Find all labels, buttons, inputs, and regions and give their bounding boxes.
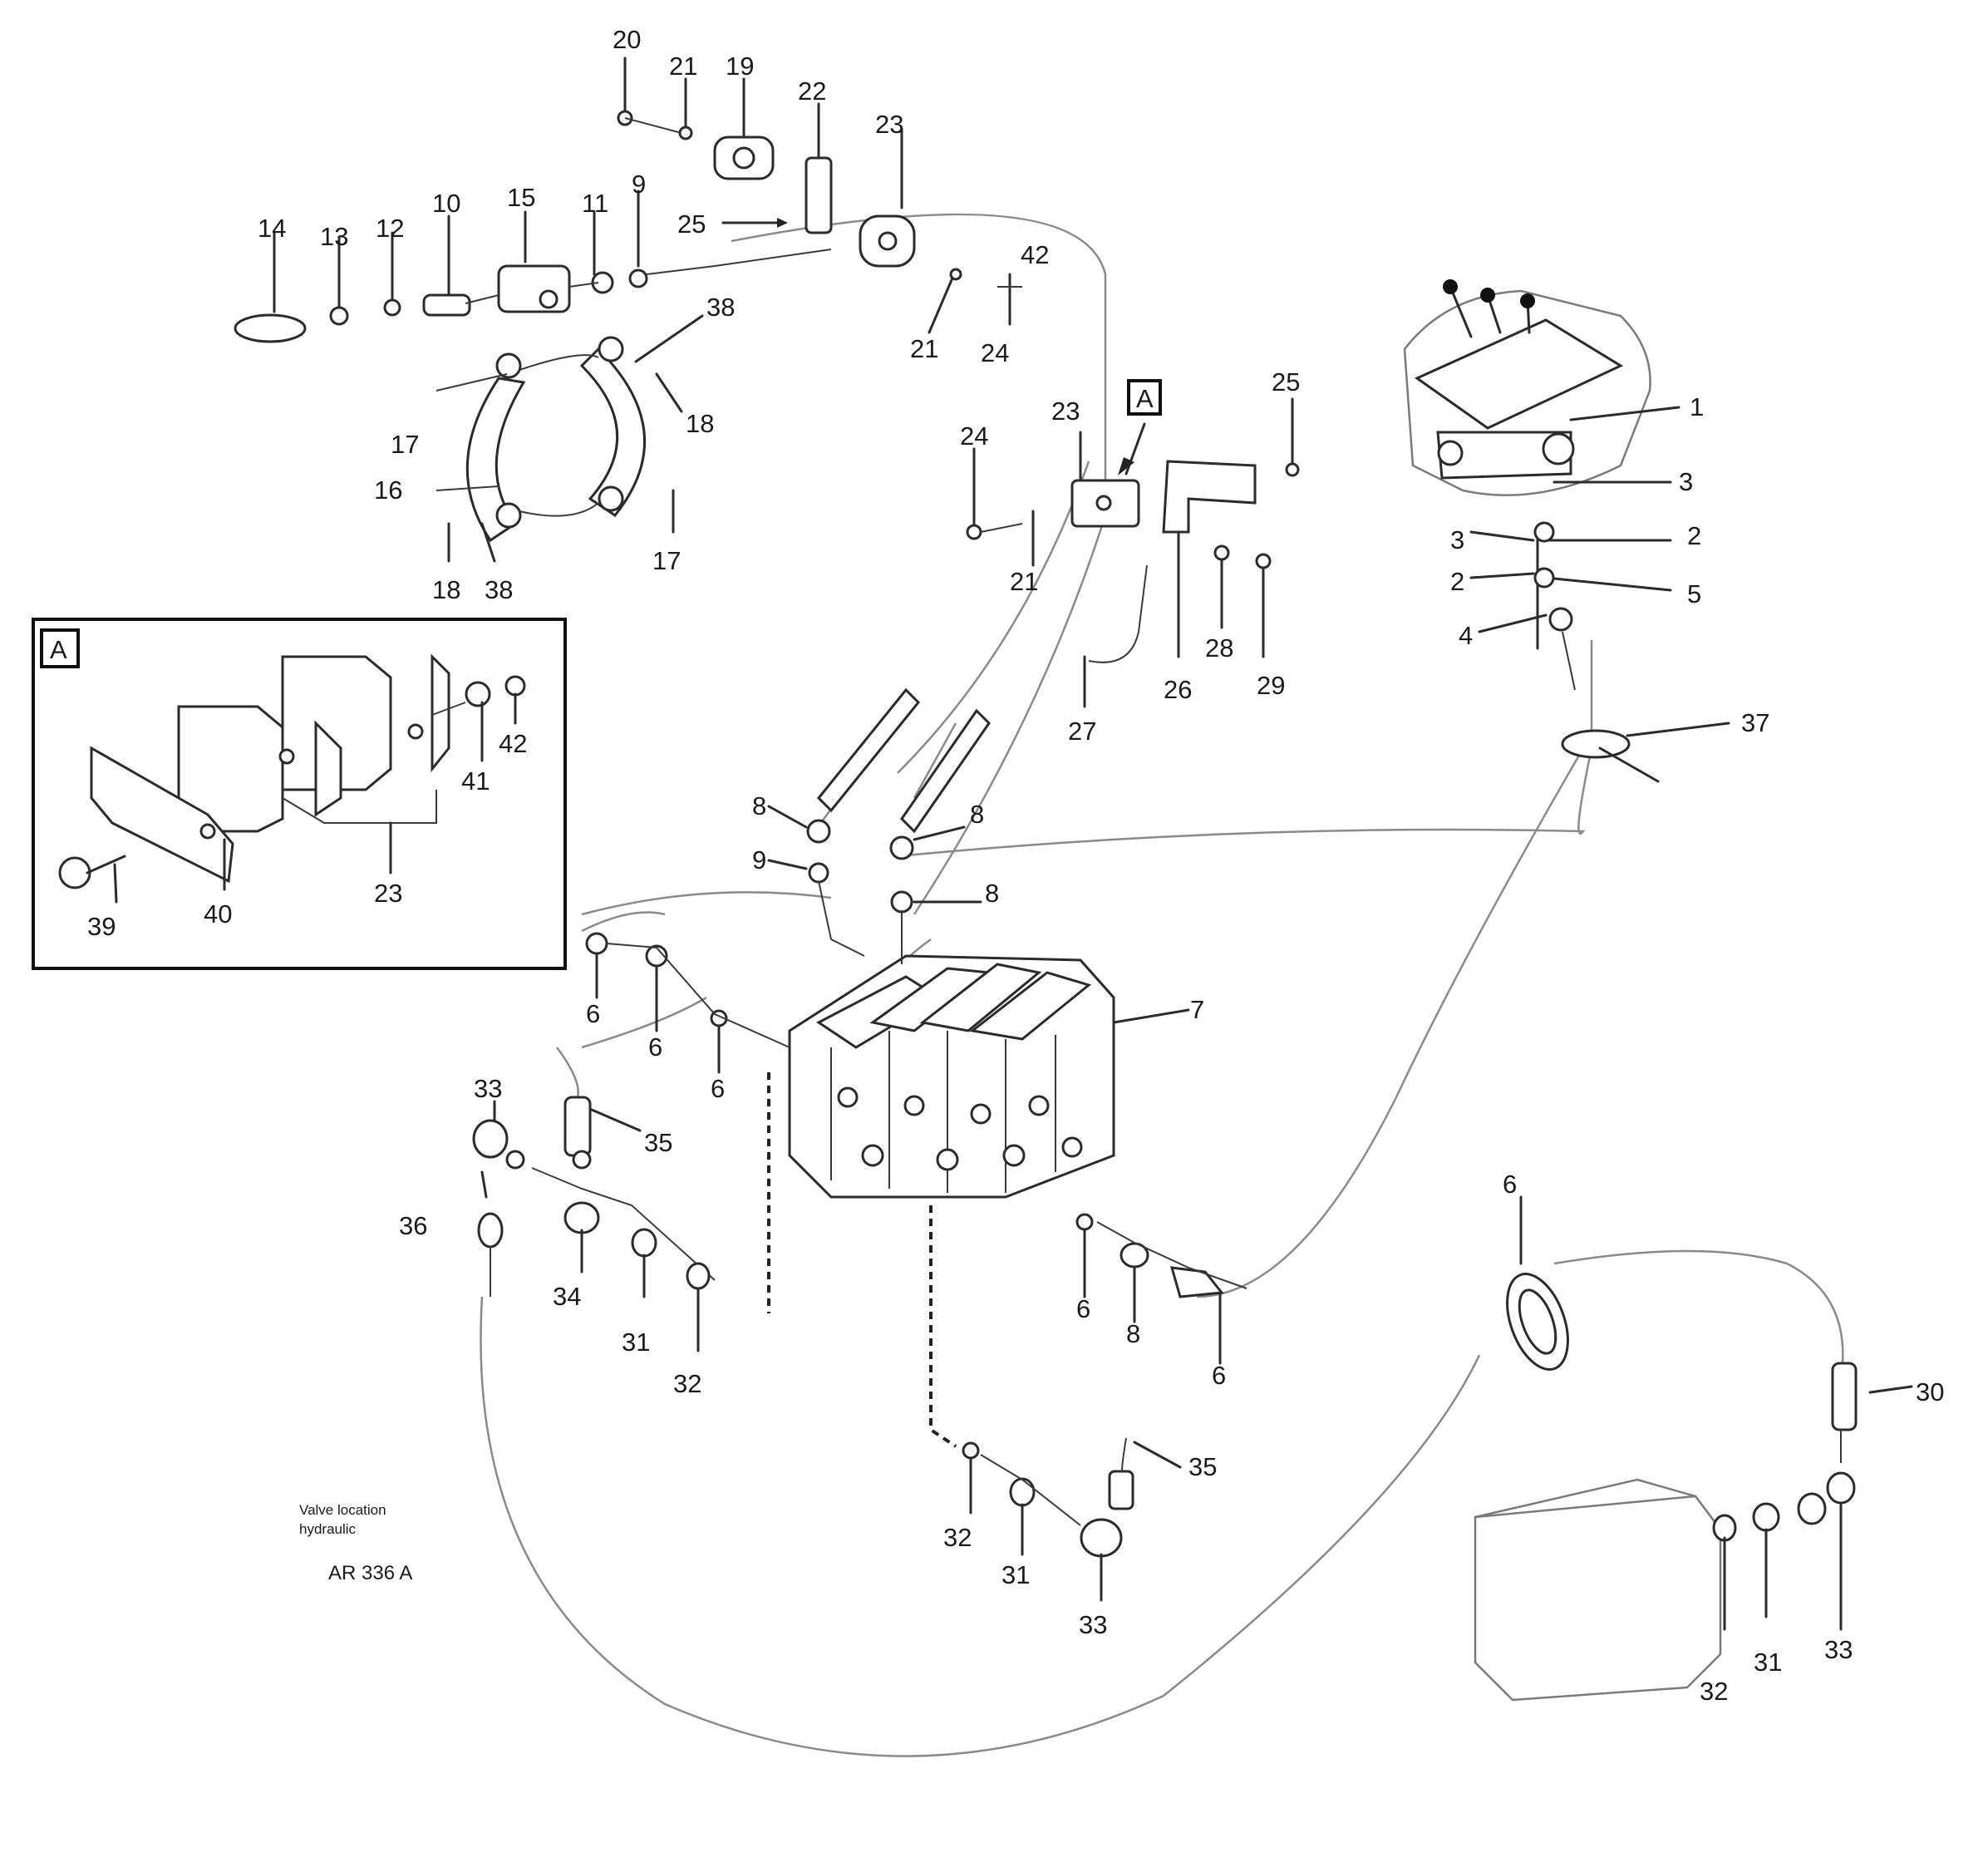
- footnote-line-1: Valve location: [299, 1502, 386, 1518]
- callout-9: 8: [985, 879, 999, 908]
- callout-37: 37: [1741, 708, 1769, 737]
- callout-2: 2: [1687, 521, 1701, 550]
- callout-8: 8: [752, 791, 766, 820]
- callout-36: 36: [399, 1211, 427, 1240]
- callout-33: 33: [474, 1074, 502, 1103]
- bottom-center-chain: [962, 1437, 1182, 1602]
- callout-24: 24: [960, 421, 988, 451]
- callout-6: 6: [711, 1074, 725, 1103]
- callout-41: 41: [461, 766, 490, 796]
- callout-23: 23: [374, 879, 402, 908]
- callout-6: 6: [1076, 1294, 1090, 1323]
- callout-21: 21: [910, 334, 938, 363]
- callout-20: 20: [613, 25, 641, 54]
- callout-35: 35: [644, 1128, 672, 1157]
- callout-27: 27: [1068, 717, 1096, 746]
- callout-28: 28: [1205, 633, 1233, 663]
- callout-18: 18: [432, 575, 460, 604]
- callout-9: 9: [632, 170, 646, 199]
- callout-7: 7: [1190, 995, 1204, 1024]
- callout-25: 25: [677, 209, 706, 239]
- callout-36: 6: [1503, 1170, 1517, 1199]
- callout-8: 8: [1126, 1319, 1140, 1348]
- inset-tag: A: [50, 635, 67, 664]
- callout-3: 3: [1679, 467, 1693, 496]
- footnote-line-2: hydraulic: [299, 1521, 357, 1537]
- top-fittings-group: [617, 57, 916, 268]
- callout-25: 25: [1272, 367, 1300, 397]
- callout-23: 23: [1051, 397, 1080, 426]
- callout-5: 5: [1687, 579, 1701, 608]
- callout-30: 30: [1916, 1377, 1944, 1406]
- valve-port-fittings: [581, 805, 982, 1074]
- callout-26: 26: [1164, 675, 1192, 704]
- drain-lines: [767, 1072, 957, 1448]
- callout-2: 2: [1450, 567, 1464, 596]
- drawing-footnote: Valve location hydraulic AR 336 A: [299, 1502, 412, 1584]
- callout-4: 4: [1459, 621, 1473, 650]
- callout-38: 38: [706, 293, 735, 322]
- callout-17: 17: [652, 546, 681, 575]
- callout-1: 1: [1690, 392, 1704, 421]
- callout-22: 22: [798, 76, 826, 106]
- callout-42: 42: [499, 729, 527, 758]
- callout-23: 23: [875, 110, 903, 139]
- callout-35: 35: [1188, 1452, 1217, 1481]
- clamp-ring-36: [1506, 1195, 1569, 1371]
- callout-19: 19: [726, 52, 754, 81]
- callout-6: 6: [1212, 1361, 1226, 1390]
- callout-24: 24: [981, 338, 1009, 367]
- callout-42: 42: [1021, 240, 1049, 269]
- callout-39: 39: [87, 912, 116, 941]
- callout-3: 3: [1450, 525, 1464, 554]
- hose-lines: [480, 213, 1844, 1757]
- view-a-label: A: [1136, 384, 1154, 413]
- pilot-valve-group: [1403, 279, 1730, 783]
- callout-14: 14: [258, 214, 286, 243]
- callout-32: 32: [943, 1523, 972, 1552]
- callout-29: 29: [1257, 671, 1285, 700]
- callout-34: 34: [553, 1282, 581, 1311]
- callout-6: 6: [586, 999, 600, 1028]
- bracket-assembly: [1070, 379, 1300, 708]
- clamp-assembly: [435, 314, 704, 563]
- callout-8: 8: [970, 800, 984, 829]
- callout-21: 21: [669, 52, 697, 81]
- callout-31: 31: [622, 1328, 650, 1357]
- callout-5: 6: [648, 1032, 662, 1062]
- callout-33: 33: [1824, 1635, 1853, 1664]
- callout-11: 11: [582, 189, 608, 218]
- callout-31: 31: [1754, 1648, 1782, 1677]
- callout-16: 16: [374, 475, 402, 505]
- callout-17: 17: [391, 430, 419, 459]
- callout-33: 33: [1079, 1610, 1107, 1639]
- view-a-marker: [1127, 379, 1162, 416]
- callout-12: 12: [376, 214, 404, 243]
- callout-31: 31: [1001, 1560, 1030, 1589]
- callout-32: 32: [1700, 1677, 1728, 1706]
- callout-40: 40: [204, 899, 232, 929]
- center-lower-chain: [1075, 1213, 1247, 1365]
- callout-21: 21: [1010, 567, 1038, 596]
- callout-10: 10: [432, 189, 460, 218]
- lower-left-chain: [472, 1047, 716, 1352]
- drawing-reference: AR 336 A: [328, 1562, 412, 1584]
- upper-left-chain: [234, 190, 832, 343]
- callout-15: 15: [507, 183, 535, 212]
- inset-detail-a: [32, 618, 567, 970]
- callout-32: 32: [673, 1369, 701, 1398]
- center-fittings: [928, 268, 1035, 567]
- callout-38: 38: [485, 575, 513, 604]
- callout-13: 13: [320, 222, 348, 251]
- callout-labels: 20 21 19 22 23 25 14 13 12 10 15 11 9 42…: [50, 25, 1944, 1706]
- main-control-valve: [788, 687, 1190, 1199]
- tank-group: [1474, 1362, 1913, 1702]
- callout-18: 18: [686, 409, 714, 438]
- callout-5: 9: [752, 845, 766, 874]
